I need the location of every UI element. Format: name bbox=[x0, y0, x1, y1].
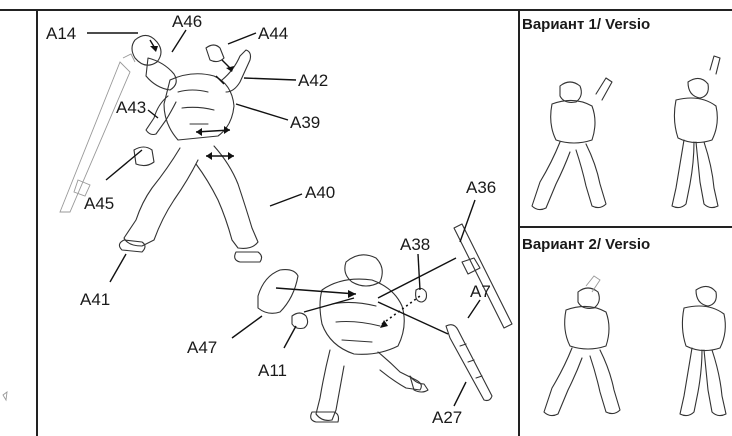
variant1-figures bbox=[531, 55, 721, 211]
middle-divider bbox=[518, 9, 520, 436]
label-a41: A41 bbox=[80, 290, 111, 309]
label-a40: A40 bbox=[305, 183, 336, 202]
label-a27: A27 bbox=[432, 408, 463, 427]
left-divider bbox=[36, 9, 38, 436]
label-a42: A42 bbox=[298, 71, 329, 90]
label-a46: A46 bbox=[172, 12, 203, 31]
stray-mark bbox=[2, 391, 8, 402]
arrowheads bbox=[150, 46, 388, 328]
label-a11: A11 bbox=[258, 361, 287, 380]
variant1-title: Вариант 1/ Versio bbox=[522, 16, 651, 33]
label-a45: A45 bbox=[84, 194, 115, 213]
label-a38: A38 bbox=[400, 235, 431, 254]
label-a44: A44 bbox=[258, 24, 289, 43]
variant2-figures bbox=[543, 275, 727, 417]
top-border bbox=[0, 9, 732, 11]
label-a7: A7 bbox=[470, 282, 491, 301]
lower-soldier-figure bbox=[257, 223, 513, 423]
label-a36: A36 bbox=[466, 178, 497, 197]
helmet-part bbox=[131, 34, 162, 66]
label-a14: A14 bbox=[46, 24, 77, 43]
leader-lines bbox=[87, 29, 481, 407]
label-a47: A47 bbox=[187, 338, 218, 357]
variant-separator bbox=[519, 226, 732, 228]
label-a39: A39 bbox=[290, 113, 321, 132]
label-a43: A43 bbox=[116, 98, 147, 117]
variant2-title: Вариант 2/ Versio bbox=[522, 236, 651, 253]
rifle-outline bbox=[59, 53, 136, 213]
